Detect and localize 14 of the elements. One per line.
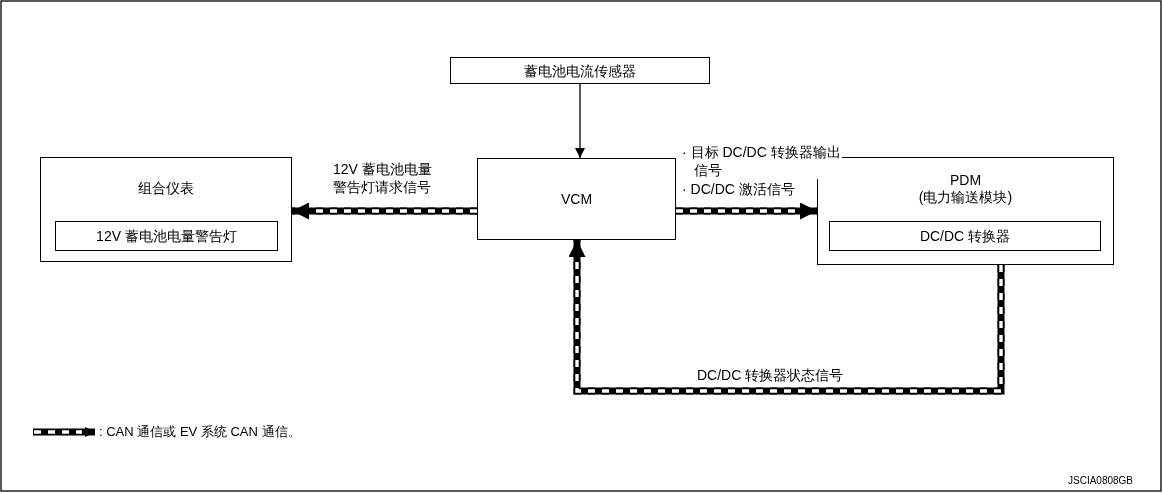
- node-label: PDM (电力输送模块): [917, 172, 1014, 206]
- node-label: 组合仪表: [137, 180, 195, 197]
- component-box: [55, 221, 278, 251]
- module-box: [450, 57, 710, 84]
- node-label: VCM: [559, 191, 594, 208]
- node-label: 12V 蓄电池电量警告灯: [95, 228, 238, 245]
- module-box: [477, 158, 676, 240]
- node-label: 蓄电池电流传感器: [523, 63, 637, 80]
- component-box: [829, 221, 1101, 251]
- edge-label: · 目标 DC/DC 转换器输出信号: [682, 143, 842, 179]
- node-label: DC/DC 转换器: [918, 228, 1012, 245]
- module-box: [40, 157, 292, 262]
- legend-text: : CAN 通信或 EV 系统 CAN 通信。: [99, 423, 301, 441]
- module-box: [817, 157, 1114, 265]
